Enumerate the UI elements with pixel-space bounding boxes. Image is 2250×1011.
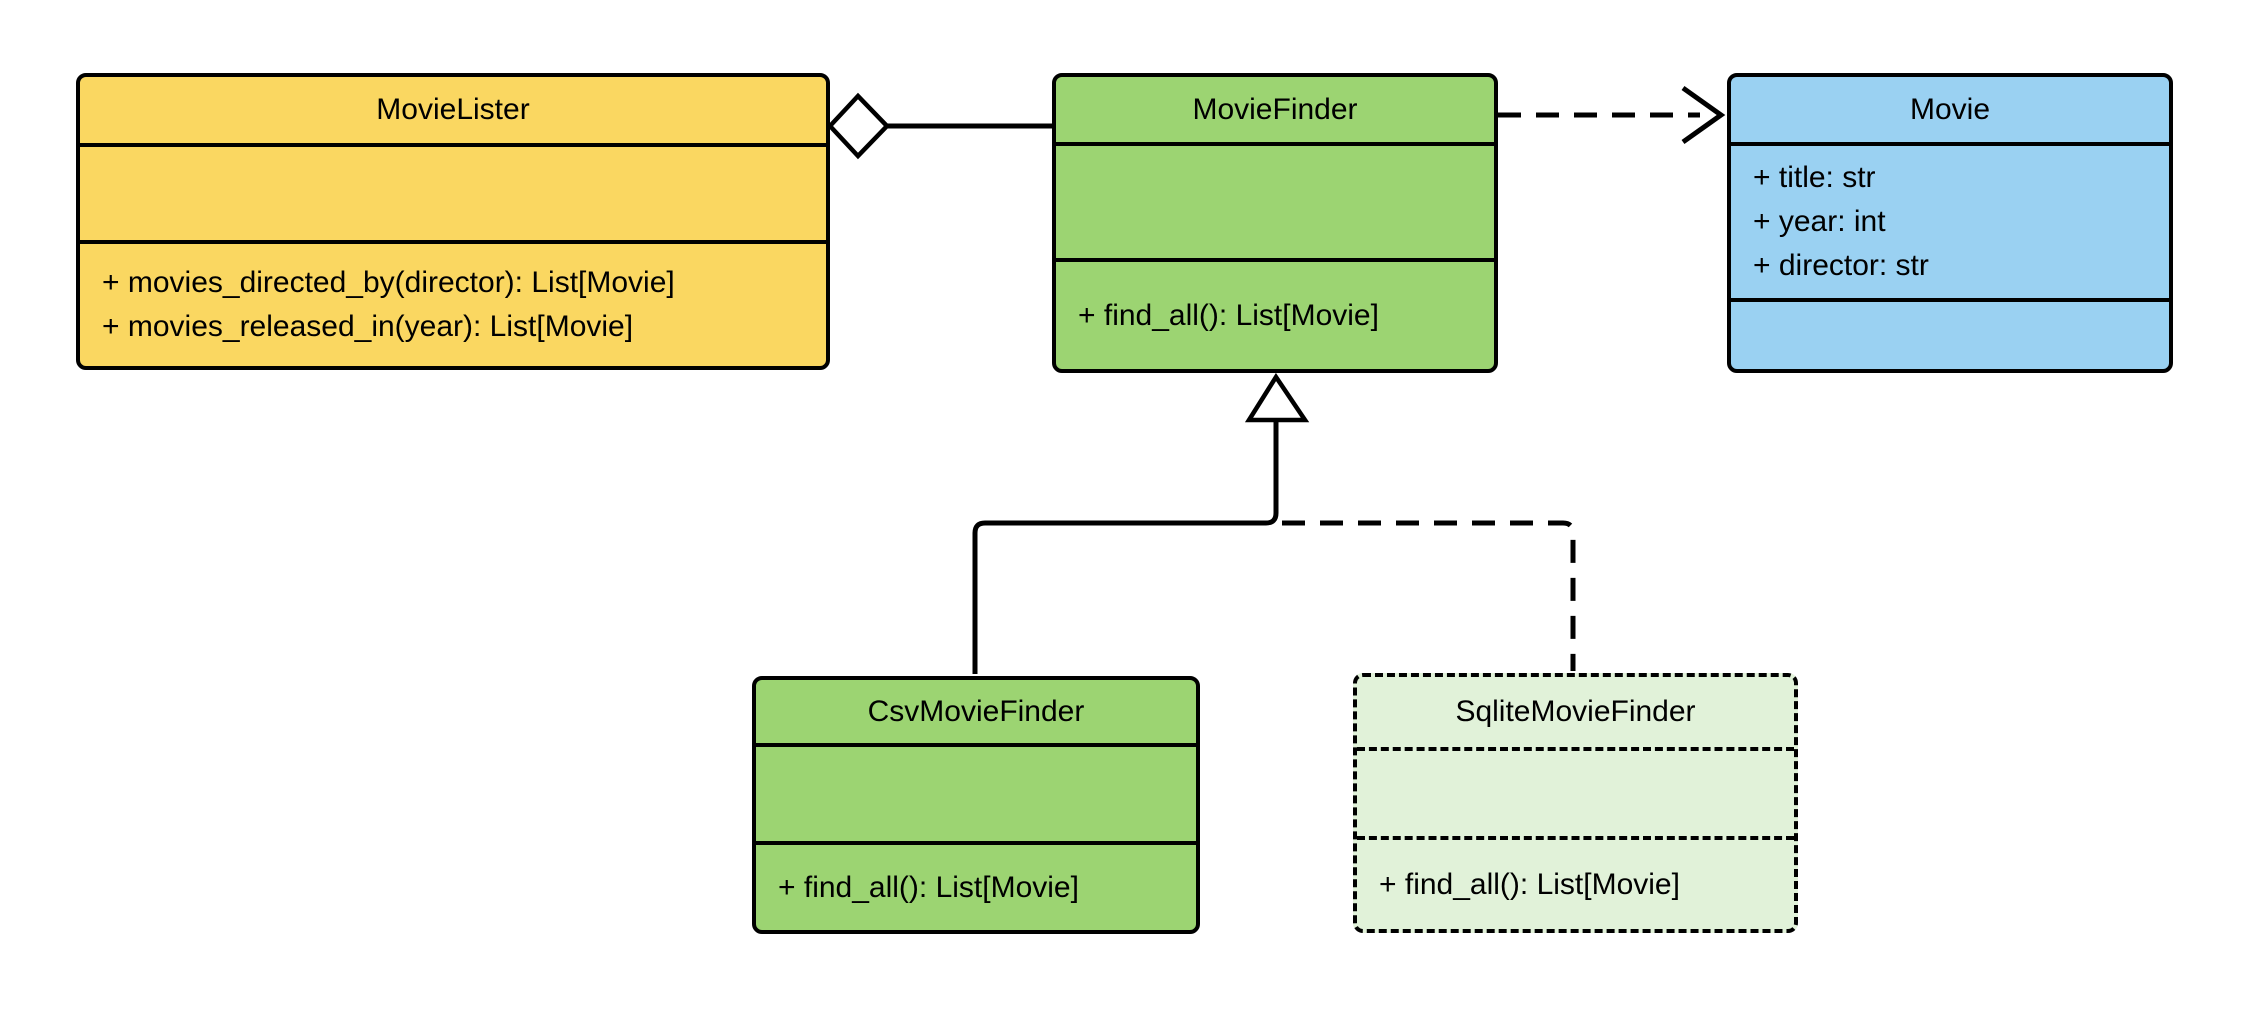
attribute-row: + title: str: [1753, 161, 1876, 194]
methods-section: + find_all(): List[Movie]: [1056, 262, 1494, 369]
method-row: + movies_directed_by(director): List[Mov…: [102, 266, 675, 299]
class-box-movie-finder: MovieFinder + find_all(): List[Movie]: [1052, 73, 1498, 373]
attributes-section: [1357, 751, 1794, 840]
method-row: + find_all(): List[Movie]: [778, 870, 1079, 904]
class-box-movie: Movie + title: str + year: int + directo…: [1727, 73, 2173, 373]
class-title: MovieFinder: [1056, 77, 1494, 146]
generalization-dashed-path: [1282, 520, 1576, 671]
methods-section: + movies_directed_by(director): List[Mov…: [80, 244, 826, 366]
class-box-csv-movie-finder: CsvMovieFinder + find_all(): List[Movie]: [752, 676, 1200, 934]
attributes-section: + title: str + year: int + director: str: [1731, 146, 2169, 302]
class-box-movie-lister: MovieLister + movies_directed_by(directo…: [76, 73, 830, 370]
class-title: SqliteMovieFinder: [1357, 677, 1794, 751]
methods-section: + find_all(): List[Movie]: [756, 845, 1196, 930]
method-row: + find_all(): List[Movie]: [1379, 867, 1680, 901]
generalization-triangle-icon: [1244, 372, 1310, 423]
dependency-open-arrow-icon: [1681, 85, 1726, 145]
method-row: + movies_released_in(year): List[Movie]: [102, 310, 634, 343]
method-row: + find_all(): List[Movie]: [1078, 298, 1379, 332]
attribute-row: + year: int: [1753, 205, 1886, 238]
attribute-row: + director: str: [1753, 249, 1929, 282]
methods-section: [1731, 302, 2169, 369]
class-title: Movie: [1731, 77, 2169, 146]
methods-section: + find_all(): List[Movie]: [1357, 840, 1794, 929]
attributes-section: [80, 147, 826, 244]
class-box-sqlite-movie-finder: SqliteMovieFinder + find_all(): List[Mov…: [1353, 673, 1798, 933]
aggregation-diamond-icon: [826, 92, 891, 160]
generalization-solid-path: [972, 420, 1279, 674]
class-title: CsvMovieFinder: [756, 680, 1196, 747]
attributes-section: [1056, 146, 1494, 262]
attributes-section: [756, 747, 1196, 845]
class-title: MovieLister: [80, 77, 826, 147]
